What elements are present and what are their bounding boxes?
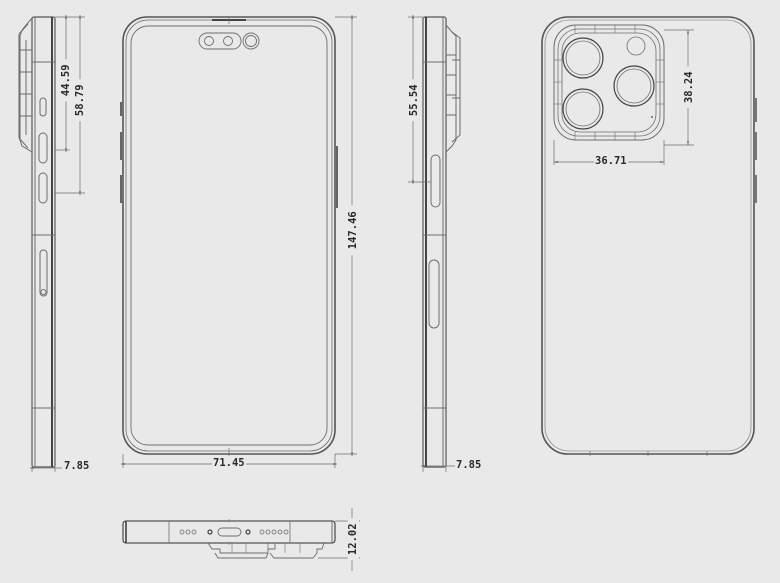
- dim-right-55-54: 55.54: [408, 79, 420, 122]
- dim-camera-width: 36.71: [594, 155, 628, 167]
- front-view: [120, 17, 357, 468]
- dim-bottom-thickness: 12.02: [347, 518, 359, 561]
- dim-front-height: 147.46: [347, 205, 359, 256]
- back-view: [541, 16, 757, 456]
- dim-front-width: 71.45: [212, 457, 246, 469]
- bottom-view: [122, 508, 360, 571]
- dim-right-thickness: 7.85: [455, 459, 483, 471]
- left-camera-bump: [18, 17, 33, 153]
- right-camera-bump: [445, 24, 461, 153]
- dim-left-thickness: 7.85: [63, 460, 91, 472]
- camera-module: [553, 24, 665, 141]
- dim-left-44-59: 44.59: [60, 59, 72, 102]
- right-side-view: [408, 17, 461, 472]
- dim-left-58-79: 58.79: [74, 79, 86, 122]
- dim-camera-height: 38.24: [683, 66, 695, 109]
